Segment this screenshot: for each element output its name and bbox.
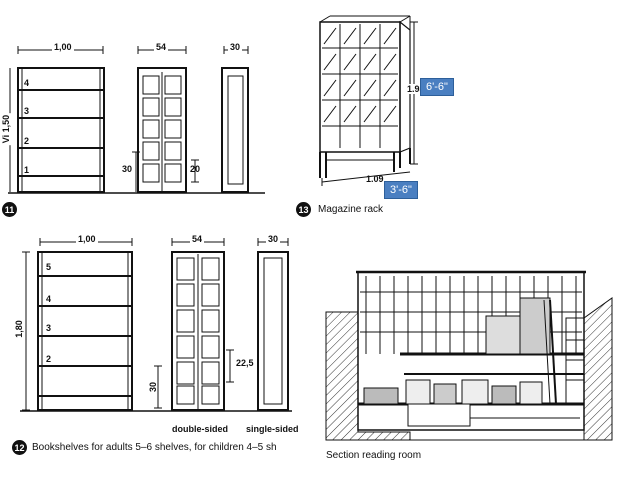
fig11-number-badge: 11 (2, 202, 17, 217)
fig13-height-note: 6'-6" (420, 78, 454, 96)
fig12-shelf-2: 2 (46, 354, 52, 364)
fig12-caption: Bookshelves for adults 5–6 shelves, for … (32, 442, 277, 453)
section-drawing (325, 270, 613, 441)
fig12-double-label: double-sided (172, 424, 228, 434)
fig11-toe-dim: 30 (122, 164, 133, 174)
fig13-width-dim: 1.09 (366, 174, 384, 184)
fig12-single-label: single-sided (246, 424, 299, 434)
fig11-shelf-2: 2 (24, 136, 30, 146)
fig11-pitch-dim: 20 (190, 164, 201, 174)
fig11-shelf-1: 1 (24, 165, 30, 175)
fig12-double-depth-dim: 54 (190, 234, 205, 244)
fig12-single-depth-dim: 30 (266, 234, 281, 244)
fig12-drawing (20, 238, 292, 412)
fig12-shelf-5: 5 (46, 262, 52, 272)
fig12-number-badge: 12 (12, 440, 27, 455)
section-caption: Section reading room (326, 450, 422, 461)
fig11-double-depth-dim: 54 (154, 42, 169, 52)
fig12-shelf-4: 4 (46, 294, 52, 304)
fig13-height-dim: 1.98 (406, 84, 426, 94)
fig13-caption: Magazine rack (318, 204, 384, 215)
fig13-drawing (319, 15, 418, 186)
fig12-shelf-3: 3 (46, 323, 52, 333)
fig12-toe-dim: 30 (148, 381, 159, 393)
fig12-width-dim: 1,00 (76, 234, 98, 244)
fig11-single-depth-dim: 30 (228, 42, 243, 52)
fig13-width-note: 3'-6" (384, 181, 418, 199)
fig11-height-value: 1,50 (1, 114, 12, 133)
fig12-pitch-dim: 22,5 (236, 358, 254, 368)
fig11-drawing (8, 46, 265, 194)
fig11-shelf-4: 4 (24, 78, 30, 88)
fig11-height-prefix: Vi (1, 134, 12, 144)
fig11-height-dim: Vi 1,50 (1, 112, 12, 146)
fig11-width-dim: 1,00 (52, 42, 74, 52)
fig12-height-dim: 1,80 (13, 318, 24, 340)
fig11-shelf-3: 3 (24, 106, 30, 116)
fig13-number-badge: 13 (296, 202, 311, 217)
